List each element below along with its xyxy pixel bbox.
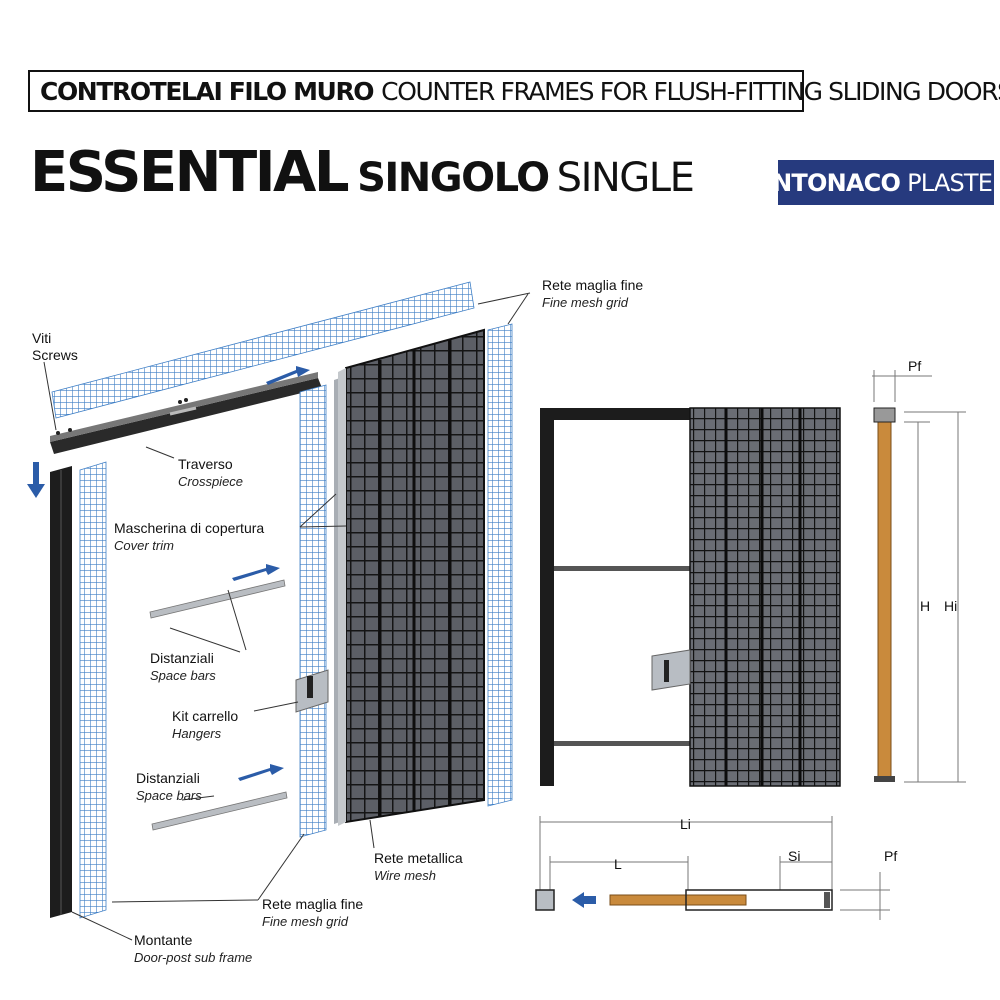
arrow-down (27, 462, 45, 498)
plan-pocket (685, 889, 833, 911)
header-banner: CONTROTELAI FILO MURO COUNTER FRAMES FOR… (28, 70, 1000, 112)
badge-text: PLASTER (907, 168, 1000, 197)
crosspiece (50, 378, 322, 454)
dim-si: Si (788, 848, 801, 864)
title-english: SINGLE (556, 155, 695, 201)
plan-door (609, 894, 747, 906)
banner-bold-text: CONTROTELAI FILO MURO (40, 76, 375, 106)
dim-pf-plan: Pf (884, 848, 898, 864)
dim-hi: Hi (944, 598, 958, 614)
space-bar-bottom (151, 791, 288, 831)
arrow-crosspiece (266, 366, 310, 385)
left-mesh-strip (79, 461, 107, 919)
plan-jamb (535, 889, 555, 911)
title-main: ESSENTIAL (30, 140, 350, 205)
plan-arrow (572, 892, 596, 908)
right-mesh-strip (487, 323, 513, 807)
title-italian: SINGOLO (357, 155, 550, 201)
front-frame (540, 408, 694, 420)
badge-bold-text: INTONACO (763, 168, 901, 197)
middle-mesh-strip (299, 384, 327, 838)
front-wire-mesh (689, 407, 841, 787)
front-hanger (651, 649, 691, 691)
dim-h: H (920, 598, 931, 614)
side-section-wood (877, 419, 892, 779)
top-mesh-grid (51, 281, 475, 419)
dim-l: L (614, 856, 622, 872)
dim-li: Li (680, 816, 691, 832)
plaster-badge: INTONACO PLASTER (764, 160, 1000, 205)
banner-text: COUNTER FRAMES FOR FLUSH-FITTING SLIDING… (381, 76, 1000, 106)
dim-pf-side: Pf (908, 358, 922, 374)
space-bar-top (149, 579, 286, 619)
